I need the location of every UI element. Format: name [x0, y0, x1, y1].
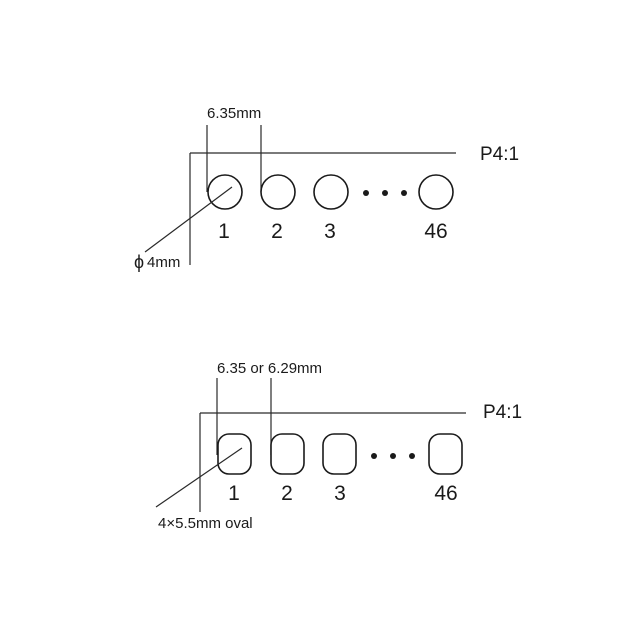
ellipsis-dot [363, 190, 369, 196]
oval-hole-3 [322, 433, 357, 475]
pitch-ratio-tag: P4:1 [483, 402, 522, 423]
diameter-leader-line [144, 186, 233, 253]
round-hole-2 [260, 174, 296, 210]
round-hole-3 [313, 174, 349, 210]
oval-hole-1 [217, 433, 252, 475]
hole-number-1: 1 [228, 482, 240, 505]
pitch-ratio-tag: P4:1 [480, 144, 519, 165]
hole-number-3: 3 [334, 482, 346, 505]
pitch-label: 6.35mm [207, 105, 261, 122]
hole-number-1: 1 [218, 220, 230, 243]
pitch-label: 6.35 or 6.29mm [217, 360, 322, 377]
ellipsis-dot [371, 453, 377, 459]
hole-number-3: 3 [324, 220, 336, 243]
diameter-symbol: ϕ [134, 252, 144, 272]
hole-number-2: 2 [271, 220, 283, 243]
hole-size-leader-line [155, 447, 243, 508]
ellipsis-dot [409, 453, 415, 459]
ellipsis-dot [382, 190, 388, 196]
ellipsis-dot [401, 190, 407, 196]
ellipsis-dot [390, 453, 396, 459]
hole-number-46: 46 [434, 482, 457, 505]
round-hole-46 [418, 174, 454, 210]
hole-number-46: 46 [424, 220, 447, 243]
oval-hole-46 [428, 433, 463, 475]
round-hole-diagram: 6.35mm P4:1 1 2 3 46 ϕ 4mm [134, 105, 519, 272]
hole-number-2: 2 [281, 482, 293, 505]
hole-size-label: 4mm [147, 254, 180, 271]
hole-size-label: 4×5.5mm oval [158, 515, 253, 532]
oval-hole-diagram: 6.35 or 6.29mm P4:1 1 2 3 46 4×5.5mm ova… [155, 360, 522, 532]
oval-hole-2 [270, 433, 305, 475]
